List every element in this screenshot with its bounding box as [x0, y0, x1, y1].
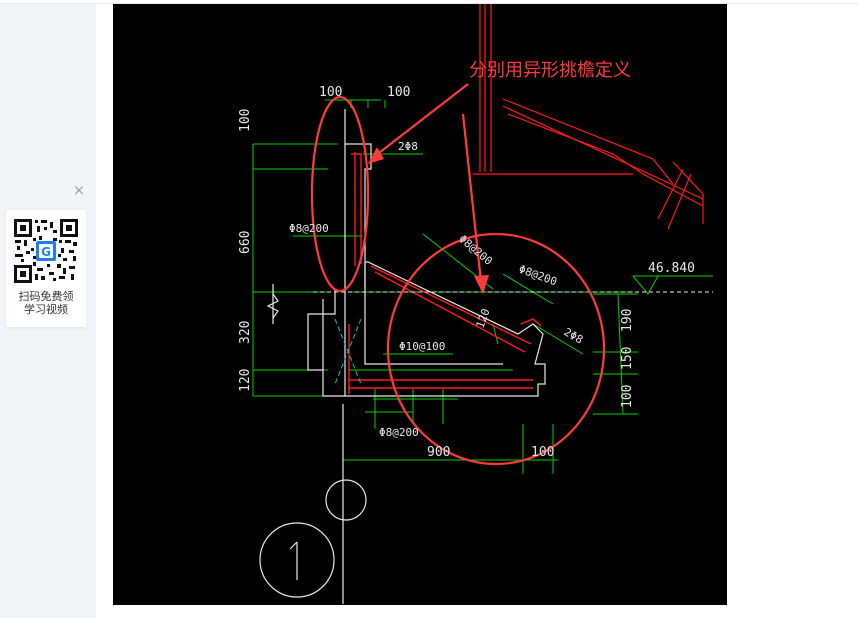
dim-left-120: 120: [238, 369, 253, 392]
highlight-ellipse: [310, 95, 370, 293]
dimension-labels: 100 100 100 660 320 120 190 150 100 900 …: [238, 85, 695, 460]
annotation-arrow-down: [461, 113, 483, 283]
dimension-lines: [252, 99, 713, 474]
cad-drawing-image: 分别用异形挑檐定义 100 100 100 660 320 120 190 15…: [113, 4, 727, 605]
svg-text:G: G: [41, 245, 51, 259]
rebar-2phi8-top: 2Φ8: [398, 140, 418, 153]
annotation-highlights: [310, 83, 606, 466]
cyan-dashed-lines: [334, 318, 362, 385]
dim-left-320: 320: [238, 321, 253, 344]
dim-right-150: 150: [620, 347, 635, 370]
highlight-circle: [386, 232, 606, 466]
upper-red-structure: [473, 4, 704, 230]
annotation-text: 分别用异形挑檐定义: [469, 60, 631, 81]
rebar-red-lines: [348, 152, 542, 394]
dim-top-left: 100: [319, 85, 342, 100]
section-outline: [259, 109, 546, 604]
rebar-phi8-200-bottom: Φ8@200: [379, 426, 419, 439]
rebar-phi8-200-left: Φ8@200: [289, 222, 329, 235]
rebar-phi10-100: Φ10@100: [399, 340, 445, 353]
close-icon[interactable]: ×: [72, 181, 86, 199]
dim-top-right: 100: [387, 85, 410, 100]
qr-caption: 扫码免费领 学习视频: [6, 290, 86, 316]
qr-caption-line1: 扫码免费领: [18, 290, 74, 303]
qr-promo-card[interactable]: G 扫码免费领 学习视频: [6, 210, 86, 327]
dim-left-660: 660: [238, 231, 253, 254]
qr-code-icon: G: [13, 218, 79, 284]
dim-right-190: 190: [620, 309, 635, 332]
elevation-label: 46.840: [648, 261, 695, 276]
dim-bottom-900: 900: [427, 445, 450, 460]
slope-mark: 120: [474, 307, 493, 330]
dim-left-100: 100: [238, 109, 253, 132]
rebar-phi8-200-slope2: Φ8@200: [517, 263, 559, 289]
qr-caption-line2: 学习视频: [24, 303, 68, 316]
top-divider: [0, 3, 859, 4]
annotation-text-group: 分别用异形挑檐定义: [469, 60, 631, 81]
left-sidebar: × G 扫码免费领 学习视频: [0, 4, 96, 618]
dim-bottom-100: 100: [531, 445, 554, 460]
annotation-arrow-left: [374, 83, 469, 157]
annotation-arrowheads: [368, 147, 489, 294]
dim-right-100: 100: [620, 385, 635, 408]
